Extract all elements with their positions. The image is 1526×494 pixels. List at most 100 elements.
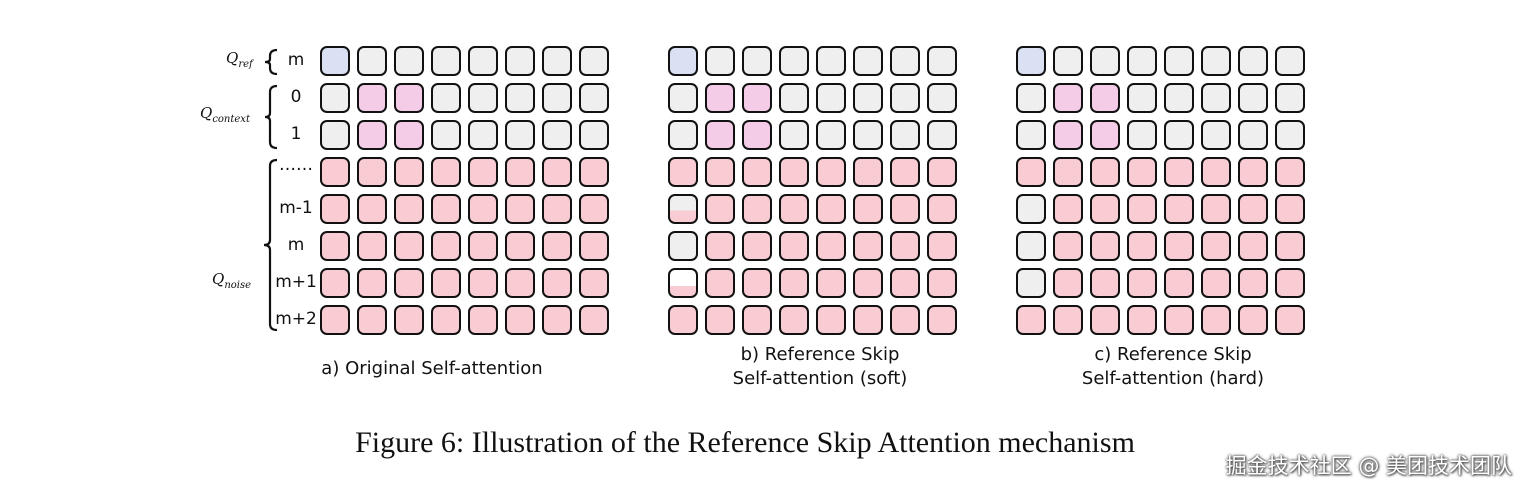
attention-cell-noise-attend	[579, 305, 609, 335]
attention-cell-noise-attend	[816, 194, 846, 224]
attention-cell-ref	[1016, 46, 1046, 76]
attention-cell-noise-attend	[742, 268, 772, 298]
attention-cell-noise-attend	[1201, 305, 1231, 335]
attention-cell-masked	[542, 120, 572, 150]
attention-cell-noise-attend	[1127, 194, 1157, 224]
attention-cell-masked	[927, 83, 957, 113]
attention-cell-noise-attend	[1164, 268, 1194, 298]
attention-cell-noise-attend	[431, 157, 461, 187]
attention-cell-context-attend	[1090, 120, 1120, 150]
row-label: m-1	[279, 198, 313, 218]
caption-hard: c) Reference Skip Self-attention (hard)	[1023, 343, 1323, 391]
attention-cell-masked	[1127, 46, 1157, 76]
attention-cell-masked	[1016, 268, 1046, 298]
attention-cell-noise-attend	[357, 157, 387, 187]
attention-cell-context-attend	[742, 83, 772, 113]
attention-cell-noise-attend	[394, 305, 424, 335]
attention-cell-noise-attend	[890, 194, 920, 224]
attention-cell-masked	[1053, 46, 1083, 76]
attention-cell-masked	[542, 83, 572, 113]
caption-original: a) Original Self-attention	[282, 357, 582, 381]
attention-cell-noise-attend	[431, 194, 461, 224]
attention-cell-noise-attend	[890, 305, 920, 335]
attention-cell-context-attend	[394, 83, 424, 113]
attention-cell-context-attend	[357, 120, 387, 150]
attention-cell-masked	[1127, 83, 1157, 113]
attention-cell-noise-attend	[1201, 231, 1231, 261]
attention-cell-noise-attend	[505, 231, 535, 261]
attention-cell-noise-attend	[542, 157, 572, 187]
attention-cell-context-attend	[705, 83, 735, 113]
attention-cell-noise-attend	[1053, 268, 1083, 298]
attention-cell-partial-attend	[668, 268, 698, 298]
caption-soft: b) Reference Skip Self-attention (soft)	[670, 343, 970, 391]
attention-cell-masked	[505, 120, 535, 150]
attention-cell-noise-attend	[320, 268, 350, 298]
attention-cell-masked	[1164, 120, 1194, 150]
attention-cell-noise-attend	[742, 194, 772, 224]
attention-cell-masked	[705, 46, 735, 76]
attention-cell-masked	[890, 120, 920, 150]
attention-cell-masked	[816, 46, 846, 76]
q-noise-brace	[263, 158, 278, 332]
attention-cell-masked	[1127, 120, 1157, 150]
attention-cell-noise-attend	[542, 194, 572, 224]
attention-cell-context-attend	[394, 120, 424, 150]
attention-cell-noise-attend	[357, 305, 387, 335]
attention-cell-masked	[1238, 83, 1268, 113]
attention-cell-noise-attend	[927, 305, 957, 335]
attention-cell-masked	[1164, 83, 1194, 113]
attention-cell-noise-attend	[1090, 305, 1120, 335]
q-context-label: Qcontext	[200, 104, 250, 125]
attention-cell-masked	[468, 46, 498, 76]
attention-cell-noise-attend	[1201, 268, 1231, 298]
attention-cell-noise-attend	[1201, 194, 1231, 224]
attention-cell-masked	[431, 83, 461, 113]
attention-cell-noise-attend	[320, 231, 350, 261]
attention-cell-noise-attend	[890, 268, 920, 298]
row-label: m	[287, 235, 305, 255]
attention-cell-context-attend	[1053, 83, 1083, 113]
attention-cell-masked	[816, 120, 846, 150]
attention-cell-noise-attend	[431, 305, 461, 335]
attention-cell-ref	[668, 46, 698, 76]
attention-cell-noise-attend	[1238, 305, 1268, 335]
attention-cell-masked	[1275, 83, 1305, 113]
attention-cell-noise-attend	[853, 305, 883, 335]
attention-cell-noise-attend	[505, 157, 535, 187]
attention-cell-noise-attend	[357, 231, 387, 261]
attention-cell-noise-attend	[320, 157, 350, 187]
attention-cell-noise-attend	[394, 157, 424, 187]
attention-cell-noise-attend	[1164, 157, 1194, 187]
attention-cell-noise-attend	[468, 231, 498, 261]
attention-cell-masked	[890, 83, 920, 113]
attention-cell-noise-attend	[431, 231, 461, 261]
attention-cell-masked	[853, 120, 883, 150]
attention-cell-noise-attend	[927, 157, 957, 187]
attention-cell-noise-attend	[890, 157, 920, 187]
attention-cell-noise-attend	[579, 157, 609, 187]
attention-cell-masked	[394, 46, 424, 76]
attention-cell-noise-attend	[1053, 157, 1083, 187]
attention-cell-noise-attend	[779, 194, 809, 224]
attention-cell-noise-attend	[1090, 194, 1120, 224]
attention-cell-noise-attend	[579, 231, 609, 261]
attention-cell-masked	[579, 120, 609, 150]
attention-cell-noise-attend	[1090, 231, 1120, 261]
attention-cell-noise-attend	[468, 268, 498, 298]
q-noise-label: Qnoise	[212, 270, 252, 291]
row-label: 0	[290, 87, 302, 107]
attention-cell-noise-attend	[779, 268, 809, 298]
attention-cell-noise-attend	[1238, 157, 1268, 187]
q-ref-brace	[264, 48, 278, 76]
caption-hard-line2: Self-attention (hard)	[1081, 368, 1265, 389]
attention-cell-noise-attend	[705, 268, 735, 298]
attention-cell-noise-attend	[505, 194, 535, 224]
attention-cell-noise-attend	[1016, 157, 1046, 187]
attention-cell-noise-attend	[1238, 194, 1268, 224]
attention-cell-masked	[1201, 46, 1231, 76]
attention-cell-noise-attend	[542, 305, 572, 335]
attention-cell-noise-attend	[1275, 268, 1305, 298]
attention-cell-masked	[853, 83, 883, 113]
attention-cell-noise-attend	[927, 268, 957, 298]
